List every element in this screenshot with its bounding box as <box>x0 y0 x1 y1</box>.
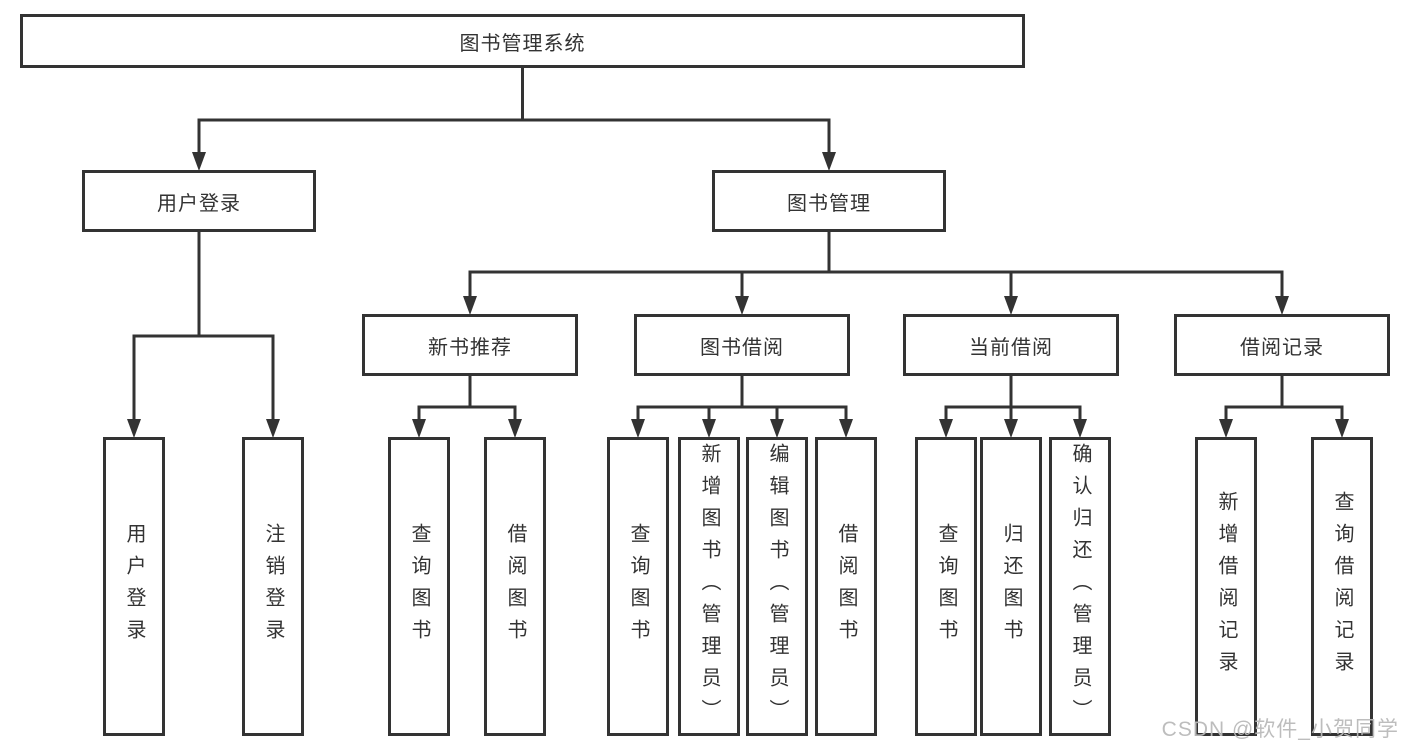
leaf-current-return: 归还图书 <box>980 437 1042 736</box>
leaf-borrow-book: 借阅图书 <box>815 437 877 736</box>
leaf-logout: 注销登录 <box>242 437 304 736</box>
node-current-borrow: 当前借阅 <box>903 314 1119 376</box>
node-book-borrow: 图书借阅 <box>634 314 850 376</box>
node-new-book-recommend: 新书推荐 <box>362 314 578 376</box>
node-user-login: 用户登录 <box>82 170 316 232</box>
leaf-borrow-query: 查询图书 <box>607 437 669 736</box>
leaf-current-confirm-admin: 确认归还（管理员） <box>1049 437 1111 736</box>
leaf-newbook-query: 查询图书 <box>388 437 450 736</box>
leaf-user-login: 用户登录 <box>103 437 165 736</box>
leaf-current-query: 查询图书 <box>915 437 977 736</box>
leaf-newbook-borrow: 借阅图书 <box>484 437 546 736</box>
leaf-borrow-edit-admin: 编辑图书（管理员） <box>746 437 808 736</box>
leaf-borrow-add-admin: 新增图书（管理员） <box>678 437 740 736</box>
leaf-record-query: 查询借阅记录 <box>1311 437 1373 736</box>
arrowheads <box>127 152 1349 438</box>
node-book-management: 图书管理 <box>712 170 946 232</box>
leaf-record-add: 新增借阅记录 <box>1195 437 1257 736</box>
csdn-watermark: CSDN @软件_小贺同学 <box>1161 718 1399 741</box>
node-root: 图书管理系统 <box>20 14 1025 68</box>
node-borrow-record: 借阅记录 <box>1174 314 1390 376</box>
